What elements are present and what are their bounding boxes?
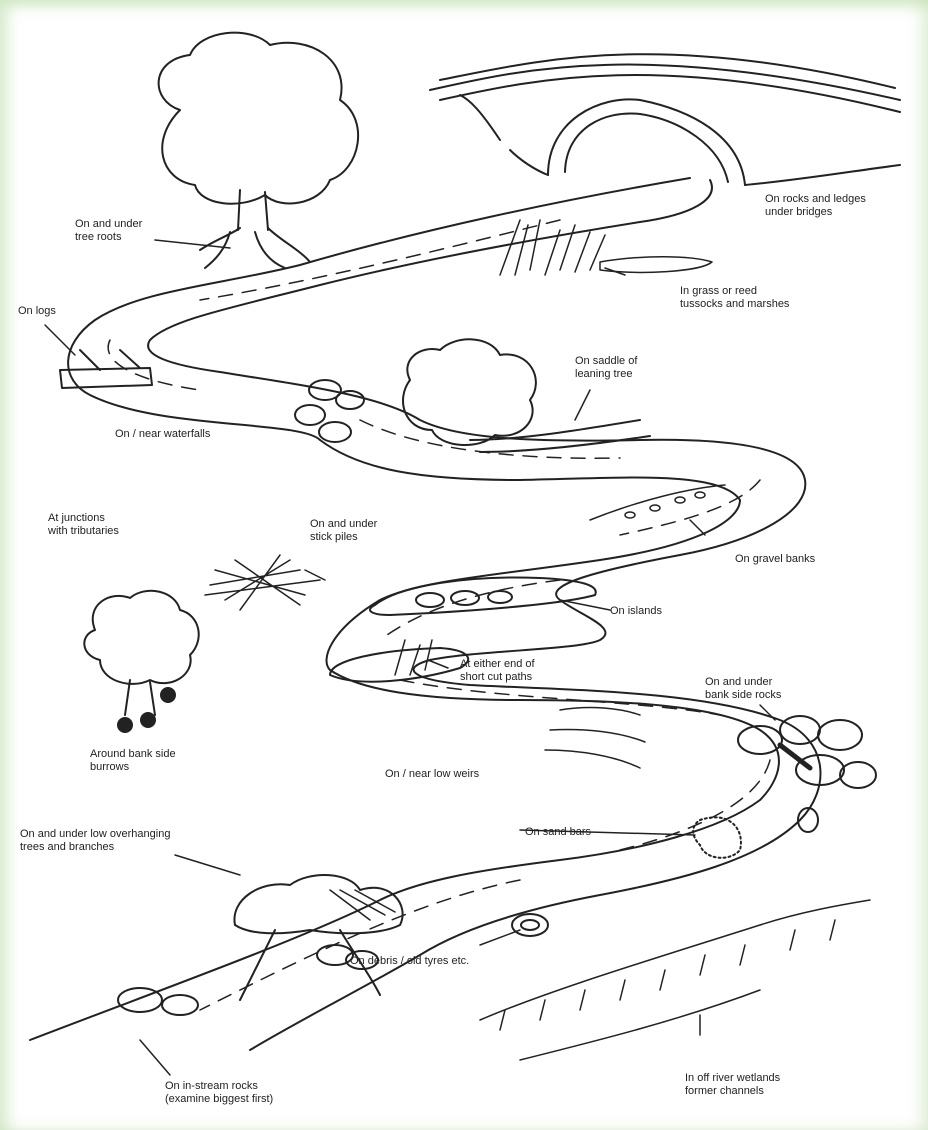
label-cut-paths: At either end of short cut paths bbox=[460, 658, 535, 684]
label-waterfalls: On / near waterfalls bbox=[115, 428, 210, 441]
label-tributaries: At junctions with tributaries bbox=[48, 512, 119, 538]
stick-pile bbox=[205, 555, 320, 610]
label-wetlands: In off river wetlands former channels bbox=[685, 1072, 780, 1098]
label-grass: In grass or reed tussocks and marshes bbox=[680, 285, 789, 311]
label-leaning-tree: On saddle of leaning tree bbox=[575, 355, 637, 381]
debris-tyre bbox=[512, 914, 548, 936]
overhanging-trees-illustration bbox=[234, 875, 402, 1000]
label-bridges: On rocks and ledges under bridges bbox=[765, 193, 866, 219]
label-bank-rocks: On and under bank side rocks bbox=[705, 676, 781, 702]
gravel-bank bbox=[590, 485, 725, 520]
label-stick-piles: On and under stick piles bbox=[310, 518, 377, 544]
label-islands: On islands bbox=[610, 605, 662, 618]
weir-illustration bbox=[545, 708, 645, 768]
label-weirs: On / near low weirs bbox=[385, 768, 479, 781]
island-illustration bbox=[370, 577, 596, 615]
label-leader-lines bbox=[45, 240, 775, 1075]
label-sand-bars: On sand bars bbox=[525, 826, 591, 839]
label-burrows: Around bank side burrows bbox=[90, 748, 176, 774]
label-debris: On debris / old tyres etc. bbox=[350, 955, 469, 968]
burrow-tree-illustration bbox=[84, 591, 198, 732]
in-stream-rocks bbox=[118, 945, 378, 1015]
label-logs: On logs bbox=[18, 305, 56, 318]
tree-illustration-top bbox=[159, 33, 358, 268]
label-overhanging: On and under low overhanging trees and b… bbox=[20, 828, 170, 854]
river-current-lines bbox=[108, 220, 770, 1010]
bridge-illustration bbox=[430, 54, 900, 185]
label-instream: On in-stream rocks (examine biggest firs… bbox=[165, 1080, 273, 1106]
bank-rocks-illustration bbox=[738, 716, 876, 832]
label-tree-roots: On and under tree roots bbox=[75, 218, 142, 244]
label-gravel: On gravel banks bbox=[735, 553, 815, 566]
river-bank-left bbox=[30, 178, 779, 1040]
cut-path-island bbox=[330, 640, 468, 682]
